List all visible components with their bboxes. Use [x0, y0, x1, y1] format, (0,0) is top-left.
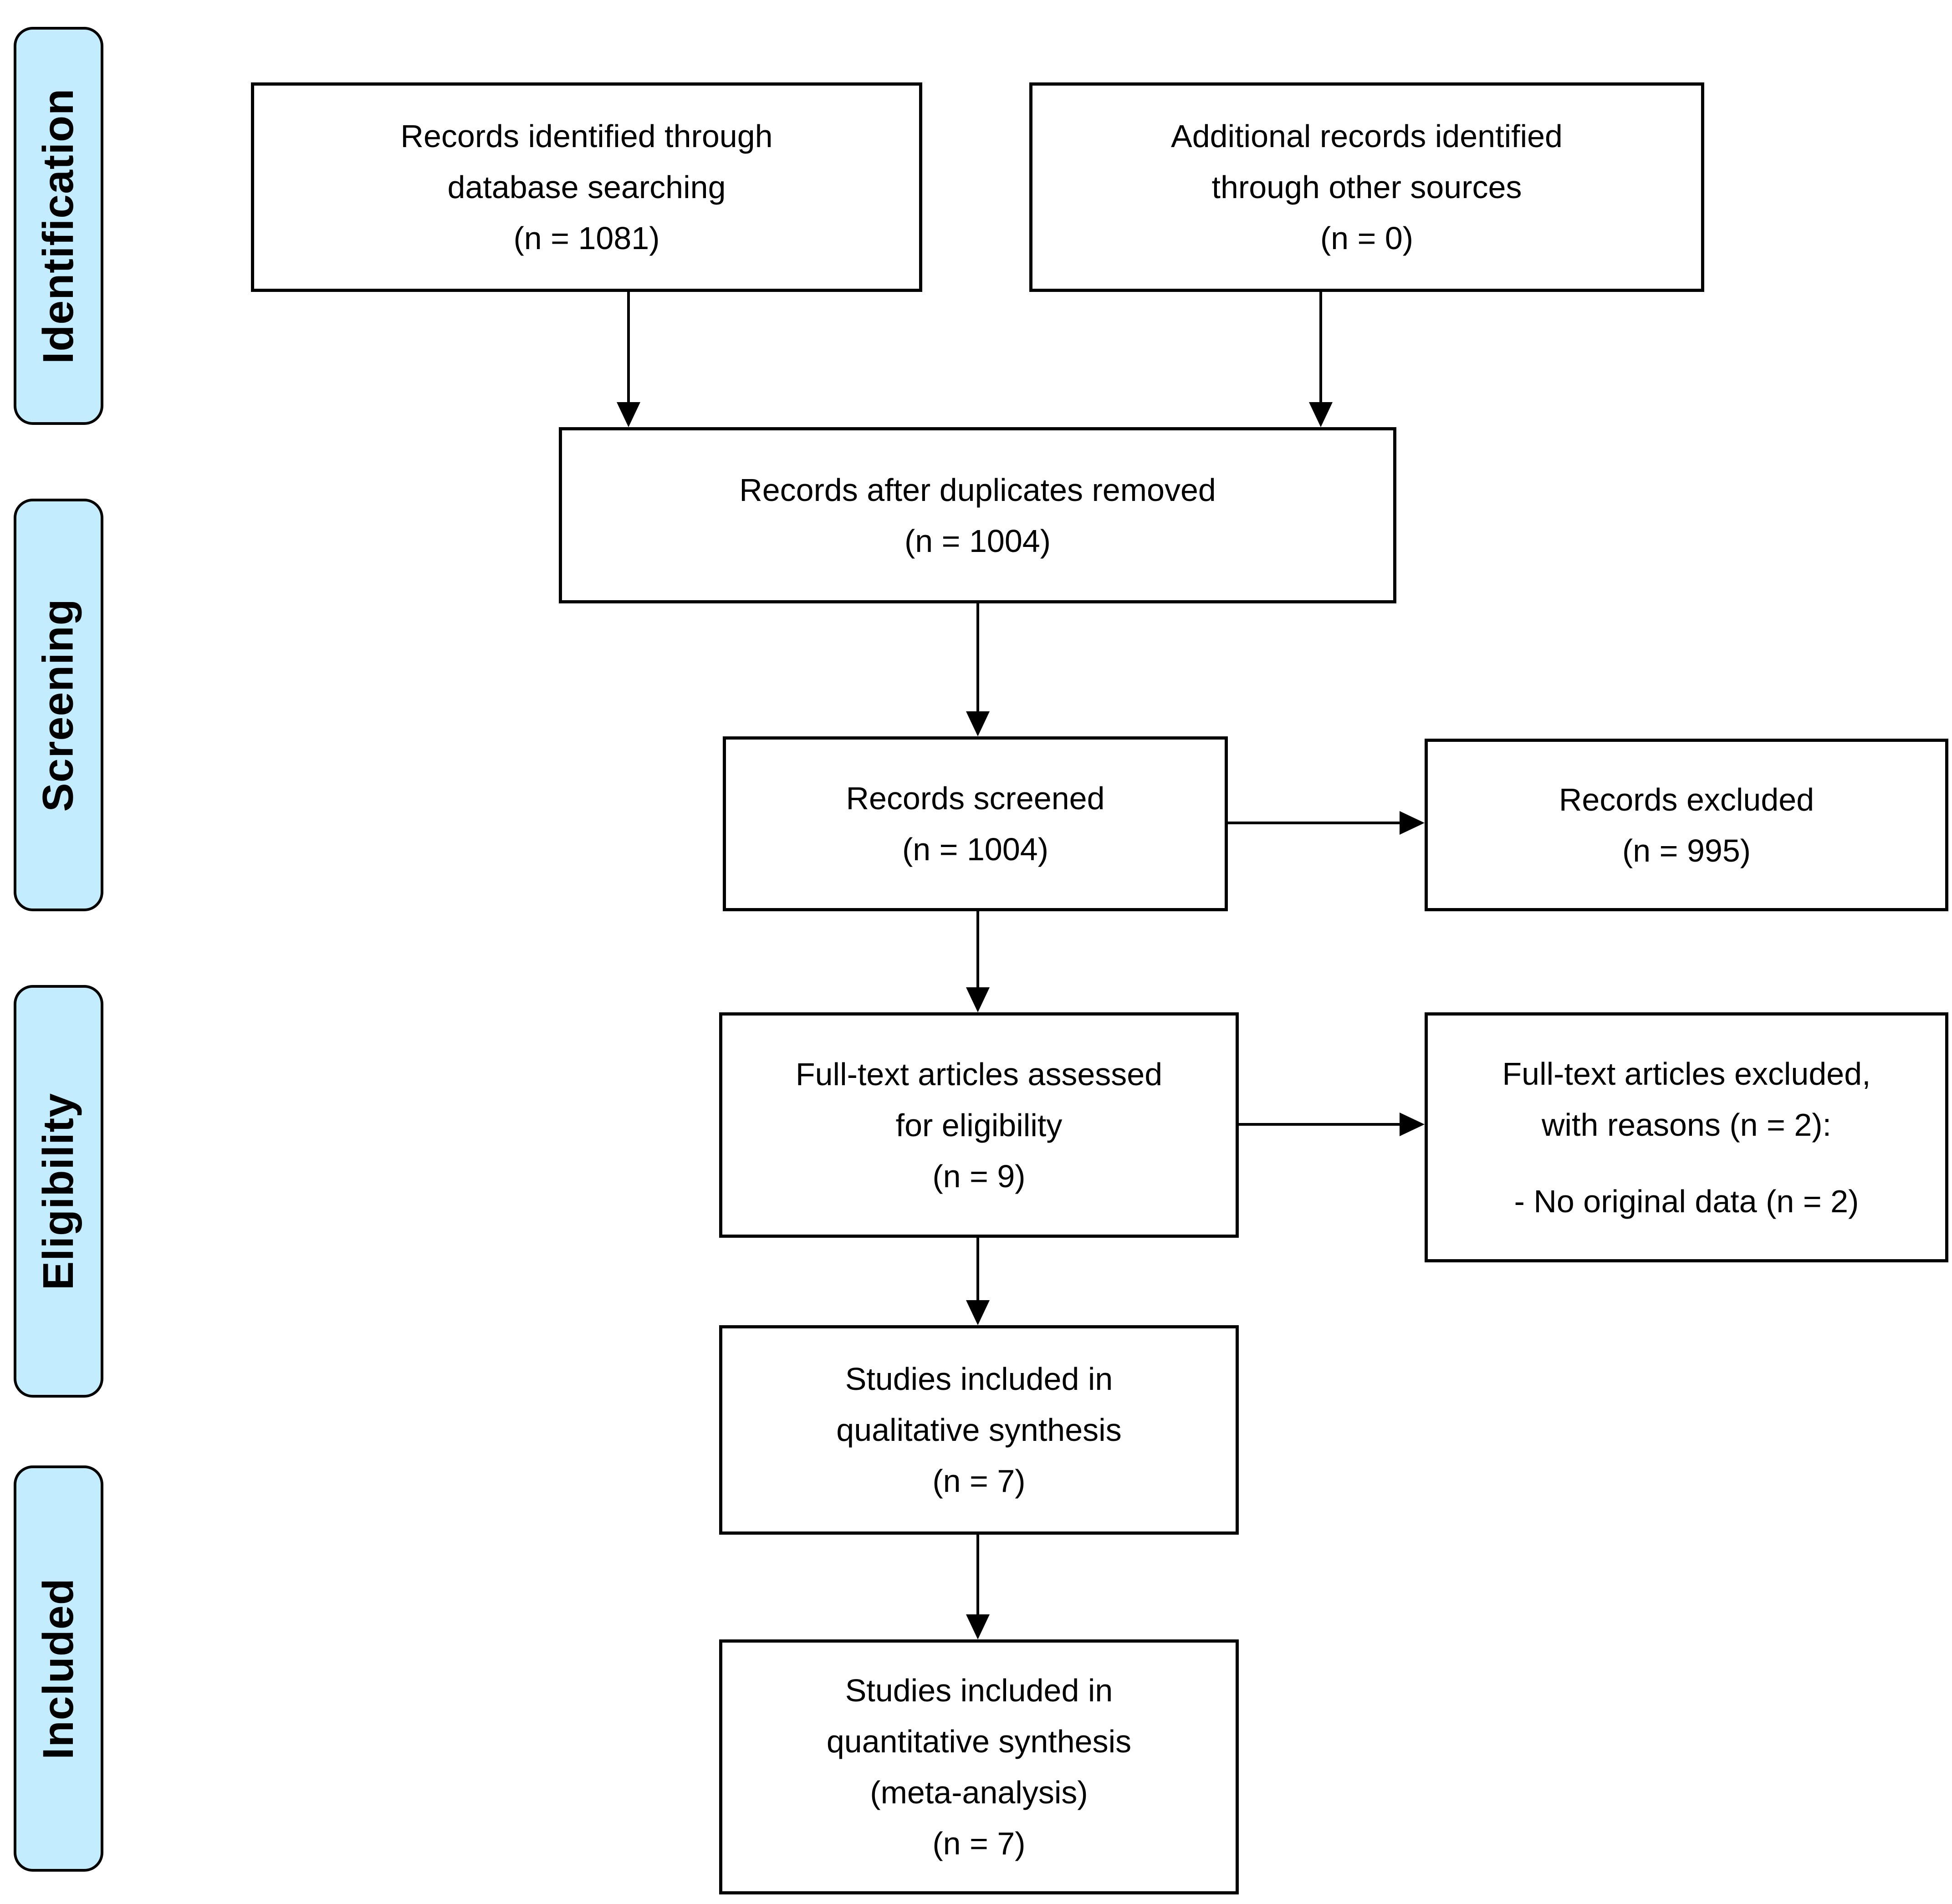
box-text-line: Full-text articles assessed — [795, 1056, 1163, 1092]
arrowhead-down — [966, 1300, 990, 1325]
stage-label-included-text: Included — [34, 1577, 83, 1760]
stage-label-included: Included — [14, 1465, 103, 1872]
arrowhead-down — [617, 402, 640, 427]
box-fulltext-assessed: Full-text articles assessed for eligibil… — [719, 1012, 1239, 1238]
box-quantitative-synthesis: Studies included in quantitative synthes… — [719, 1639, 1239, 1894]
box-text-line: (n = 9) — [932, 1158, 1026, 1194]
box-duplicates-removed: Records after duplicates removed (n = 10… — [559, 427, 1396, 603]
box-text-line: (n = 1081) — [513, 220, 660, 256]
arrow-line — [627, 292, 630, 402]
box-text-line: qualitative synthesis — [836, 1412, 1122, 1448]
stage-label-screening: Screening — [14, 499, 103, 911]
box-text-line: database searching — [447, 169, 726, 205]
arrow-line — [1239, 1123, 1400, 1126]
arrow-line — [1319, 292, 1322, 402]
exclusion-reasons: - No original data (n = 2) — [1514, 1176, 1859, 1227]
box-text-line: - No original data (n = 2) — [1514, 1183, 1859, 1219]
box-records-identified: Records identified through database sear… — [251, 82, 922, 292]
box-records-screened: Records screened (n = 1004) — [723, 736, 1228, 911]
box-text-line: Records identified through — [400, 118, 773, 154]
arrowhead-right — [1400, 811, 1425, 835]
stage-label-identification: Identification — [14, 27, 103, 425]
box-text-line: (n = 1004) — [904, 523, 1051, 559]
box-text-line: Records excluded — [1559, 781, 1814, 817]
arrowhead-down — [966, 987, 990, 1012]
box-text-line: Records screened — [846, 781, 1105, 816]
box-records-excluded: Records excluded (n = 995) — [1425, 739, 1948, 911]
arrow-line — [1228, 822, 1400, 824]
box-text-line: (n = 1004) — [902, 832, 1049, 867]
box-text-line: for eligibility — [895, 1107, 1063, 1143]
arrow-line — [976, 603, 979, 711]
arrowhead-right — [1400, 1113, 1425, 1136]
box-text-line: Studies included in — [845, 1361, 1113, 1397]
box-fulltext-excluded: Full-text articles excluded, with reason… — [1425, 1012, 1948, 1262]
box-text-line: (n = 7) — [932, 1826, 1026, 1861]
arrowhead-down — [966, 1614, 990, 1639]
box-text-line: Additional records identified — [1171, 118, 1563, 154]
box-text-line: (n = 7) — [932, 1463, 1026, 1499]
box-text-line: Full-text articles excluded, — [1502, 1056, 1871, 1092]
box-text-line: (meta-analysis) — [870, 1775, 1088, 1810]
stage-label-identification-text: Identification — [34, 88, 83, 364]
box-text-line: through other sources — [1211, 169, 1522, 205]
box-text-line: with reasons (n = 2): — [1541, 1107, 1832, 1143]
box-text-line: (n = 995) — [1622, 832, 1751, 868]
arrow-line — [976, 1535, 979, 1614]
box-text-group: Full-text articles excluded, with reason… — [1502, 1048, 1870, 1150]
box-qualitative-synthesis: Studies included in qualitative synthesi… — [719, 1325, 1239, 1535]
box-additional-records: Additional records identified through ot… — [1029, 82, 1704, 292]
stage-label-eligibility-text: Eligibility — [34, 1092, 83, 1290]
box-text-line: (n = 0) — [1320, 220, 1414, 256]
stage-label-screening-text: Screening — [34, 598, 83, 812]
stage-label-eligibility: Eligibility — [14, 985, 103, 1398]
arrow-line — [976, 1238, 979, 1300]
arrowhead-down — [966, 711, 990, 736]
arrow-line — [976, 911, 979, 987]
box-text-line: quantitative synthesis — [826, 1724, 1132, 1759]
box-text-line: Studies included in — [845, 1673, 1113, 1708]
box-text-line: Records after duplicates removed — [739, 472, 1216, 508]
arrowhead-down — [1309, 402, 1333, 427]
